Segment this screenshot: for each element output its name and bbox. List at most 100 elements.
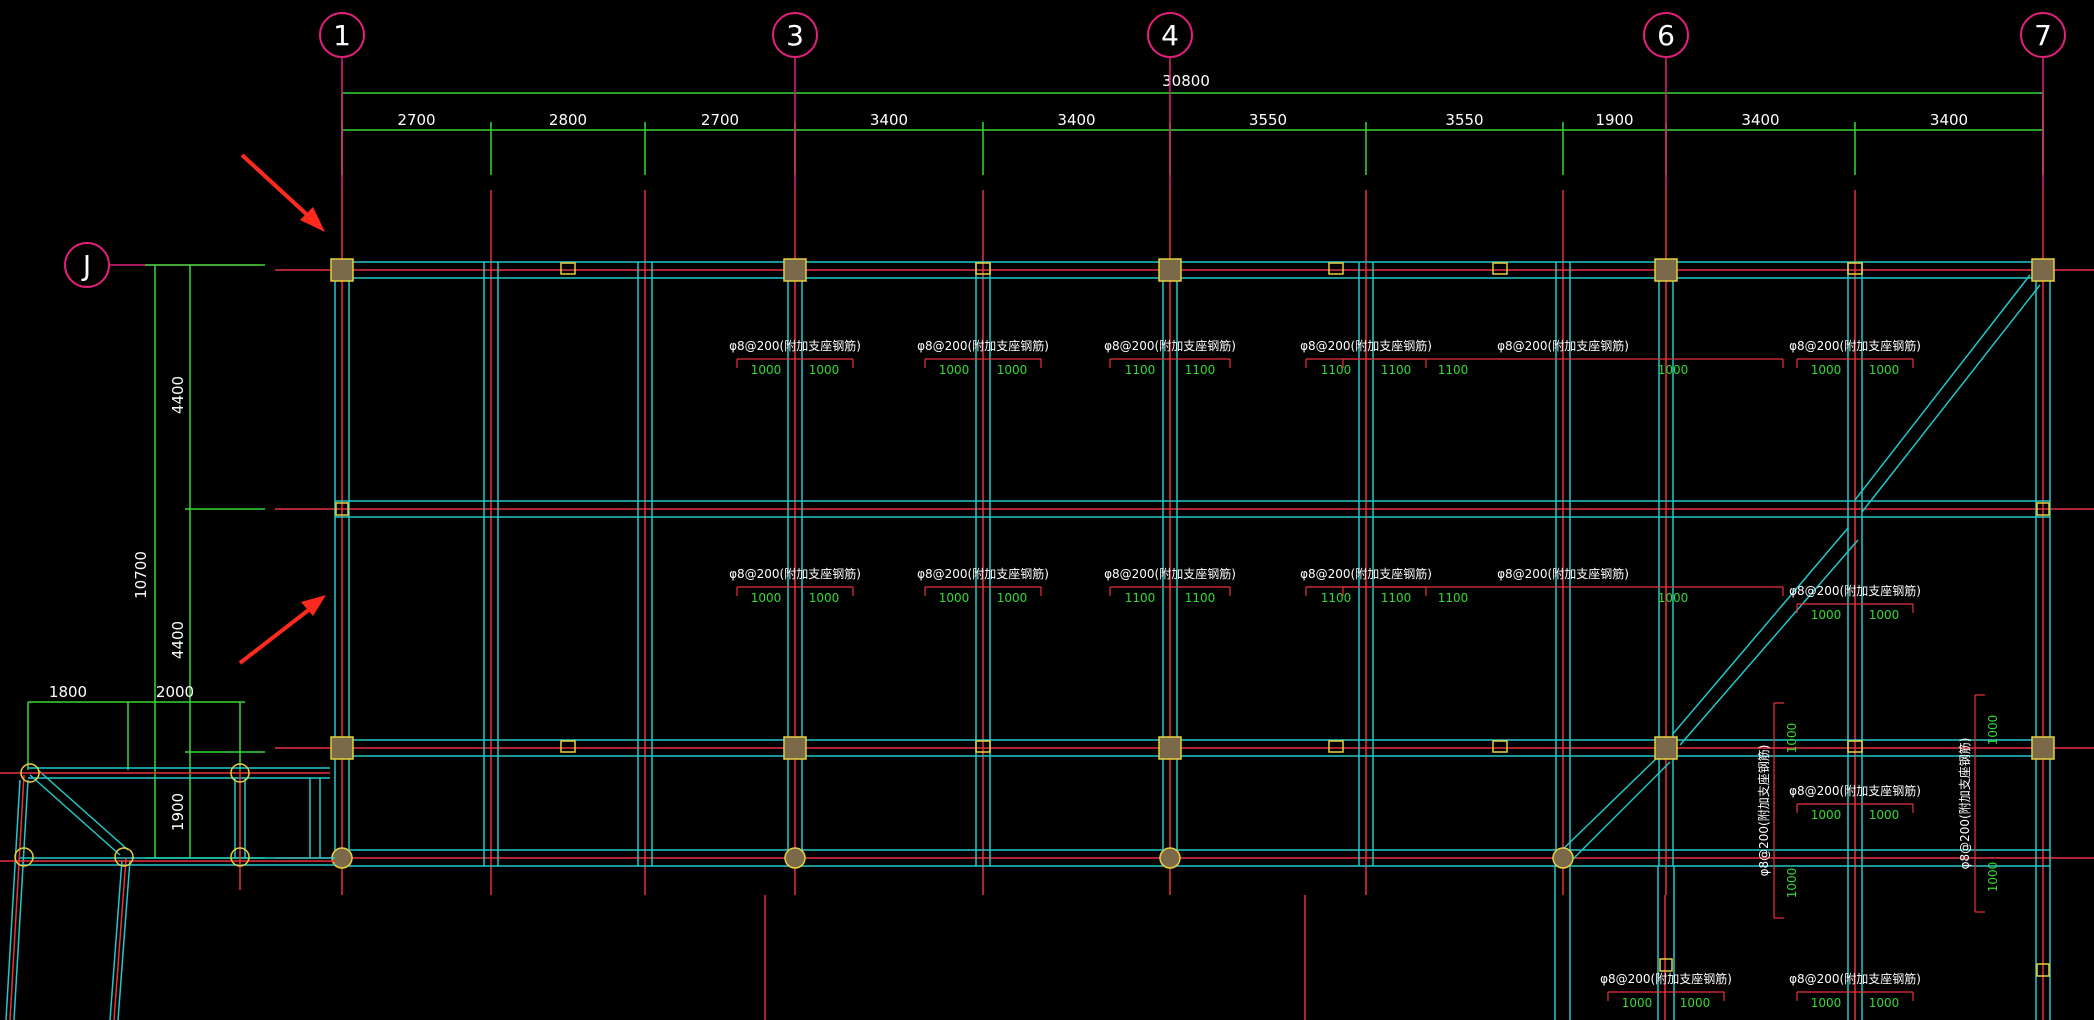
rebar-annotation: φ8@200(附加支座钢筋) 1000 1000 bbox=[1789, 583, 1921, 622]
svg-text:φ8@200(附加支座钢筋): φ8@200(附加支座钢筋) bbox=[1104, 566, 1236, 581]
svg-text:φ8@200(附加支座钢筋): φ8@200(附加支座钢筋) bbox=[1789, 583, 1921, 598]
rebar-annotations: φ8@200(附加支座钢筋) 1000 1000 φ8@200(附加支座钢筋) 1000… bbox=[729, 338, 2000, 1010]
dim-1800: 1800 bbox=[49, 683, 87, 701]
svg-text:1000: 1000 bbox=[1658, 363, 1689, 377]
beams bbox=[334, 261, 2051, 1020]
axis-bubble-4[interactable]: 4 bbox=[1147, 12, 1193, 58]
svg-text:1000: 1000 bbox=[939, 591, 970, 605]
axis-label-4: 4 bbox=[1161, 19, 1179, 52]
svg-text:φ8@200(附加支座钢筋): φ8@200(附加支座钢筋) bbox=[1497, 338, 1629, 353]
dim-total-10700: 10700 bbox=[132, 551, 150, 599]
svg-text:1100: 1100 bbox=[1321, 363, 1352, 377]
rebar-annotation: φ8@200(附加支座钢筋) 1000 1000 bbox=[1789, 971, 1921, 1010]
axis-label-3: 3 bbox=[786, 19, 804, 52]
svg-text:1000: 1000 bbox=[997, 363, 1028, 377]
segment-dimension-text: 2800 bbox=[549, 111, 587, 129]
svg-text:φ8@200(附加支座钢筋): φ8@200(附加支座钢筋) bbox=[1300, 338, 1432, 353]
svg-text:1100: 1100 bbox=[1438, 591, 1469, 605]
dim-upper-4400: 4400 bbox=[169, 376, 187, 414]
axis-label-6: 6 bbox=[1657, 19, 1675, 52]
svg-text:φ8@200(附加支座钢筋): φ8@200(附加支座钢筋) bbox=[1300, 566, 1432, 581]
svg-text:1000: 1000 bbox=[1680, 996, 1711, 1010]
axis-lines bbox=[275, 57, 2094, 1020]
rebar-annotation: φ8@200(附加支座钢筋) 1000 1000 bbox=[917, 338, 1049, 377]
columns bbox=[330, 258, 2055, 977]
segment-dimension-text: 3550 bbox=[1445, 111, 1483, 129]
svg-text:φ8@200(附加支座钢筋): φ8@200(附加支座钢筋) bbox=[917, 566, 1049, 581]
svg-text:1000: 1000 bbox=[1658, 591, 1689, 605]
axis-bubble-6[interactable]: 6 bbox=[1643, 12, 1689, 58]
svg-text:1100: 1100 bbox=[1381, 591, 1412, 605]
svg-text:1000: 1000 bbox=[809, 363, 840, 377]
svg-text:φ8@200(附加支座钢筋): φ8@200(附加支座钢筋) bbox=[729, 566, 861, 581]
dim-bottom-1900: 1900 bbox=[169, 793, 187, 831]
svg-text:1000: 1000 bbox=[1811, 808, 1842, 822]
rebar-annotation: φ8@200(附加支座钢筋) 1000 1000 bbox=[1789, 783, 1921, 822]
svg-text:1000: 1000 bbox=[1811, 363, 1842, 377]
segment-dimension-text: 3400 bbox=[1741, 111, 1779, 129]
svg-text:1000: 1000 bbox=[1986, 715, 2000, 746]
svg-text:φ8@200(附加支座钢筋): φ8@200(附加支座钢筋) bbox=[1600, 971, 1732, 986]
segment-dimension-text: 3550 bbox=[1249, 111, 1287, 129]
svg-text:1000: 1000 bbox=[1622, 996, 1653, 1010]
svg-text:1000: 1000 bbox=[1869, 363, 1900, 377]
bottom-left-structure: 1800 2000 bbox=[0, 683, 335, 1020]
svg-text:φ8@200(附加支座钢筋): φ8@200(附加支座钢筋) bbox=[917, 338, 1049, 353]
segment-dimension-text: 2700 bbox=[701, 111, 739, 129]
segment-dimension-text: 3400 bbox=[1930, 111, 1968, 129]
svg-text:1100: 1100 bbox=[1185, 591, 1216, 605]
svg-text:φ8@200(附加支座钢筋): φ8@200(附加支座钢筋) bbox=[1789, 783, 1921, 798]
svg-text:1000: 1000 bbox=[1811, 996, 1842, 1010]
svg-text:1000: 1000 bbox=[1811, 608, 1842, 622]
svg-text:φ8@200(附加支座钢筋): φ8@200(附加支座钢筋) bbox=[1497, 566, 1629, 581]
annotation-arrows bbox=[238, 153, 326, 665]
svg-text:1000: 1000 bbox=[1869, 996, 1900, 1010]
svg-text:1000: 1000 bbox=[997, 591, 1028, 605]
rebar-annotation-vertical: φ8@200(附加支座钢筋) 1000 1000 bbox=[1756, 702, 1799, 919]
overall-dimension: 30800 bbox=[341, 72, 2044, 175]
svg-text:1000: 1000 bbox=[1869, 608, 1900, 622]
axis-bubble-7[interactable]: 7 bbox=[2020, 12, 2066, 58]
rebar-annotation: φ8@200(附加支座钢筋) 1100 1000 bbox=[1342, 566, 1784, 605]
svg-text:1000: 1000 bbox=[1785, 723, 1799, 754]
axis-label-J: J bbox=[81, 249, 91, 282]
svg-text:1000: 1000 bbox=[1869, 808, 1900, 822]
svg-text:1000: 1000 bbox=[1986, 862, 2000, 893]
svg-text:1000: 1000 bbox=[939, 363, 970, 377]
axis-bubble-1[interactable]: 1 bbox=[319, 12, 365, 58]
svg-text:1100: 1100 bbox=[1321, 591, 1352, 605]
segment-dimension-text: 3400 bbox=[1057, 111, 1095, 129]
svg-text:φ8@200(附加支座钢筋): φ8@200(附加支座钢筋) bbox=[1104, 338, 1236, 353]
axis-label-1: 1 bbox=[333, 19, 351, 52]
axis-label-7: 7 bbox=[2034, 19, 2052, 52]
rebar-annotation: φ8@200(附加支座钢筋) 1000 1000 bbox=[729, 338, 861, 377]
segment-dimension-text: 2700 bbox=[397, 111, 435, 129]
diagonal-beams bbox=[1559, 274, 2041, 863]
svg-text:φ8@200(附加支座钢筋): φ8@200(附加支座钢筋) bbox=[1957, 738, 1972, 870]
svg-text:φ8@200(附加支座钢筋): φ8@200(附加支座钢筋) bbox=[1756, 745, 1771, 877]
svg-text:φ8@200(附加支座钢筋): φ8@200(附加支座钢筋) bbox=[729, 338, 861, 353]
arrow-top bbox=[240, 153, 325, 232]
dim-lower-4400: 4400 bbox=[169, 621, 187, 659]
arrow-bottom bbox=[238, 595, 326, 665]
svg-text:1000: 1000 bbox=[751, 363, 782, 377]
svg-text:1100: 1100 bbox=[1125, 591, 1156, 605]
svg-text:1000: 1000 bbox=[1785, 868, 1799, 899]
left-dimensions: 10700 4400 4400 1900 bbox=[132, 264, 265, 859]
rebar-annotation: φ8@200(附加支座钢筋) 1000 1000 bbox=[917, 566, 1049, 605]
axis-bubbles-top: 1 3 4 6 7 bbox=[319, 12, 2066, 58]
svg-text:φ8@200(附加支座钢筋): φ8@200(附加支座钢筋) bbox=[1789, 971, 1921, 986]
rebar-annotation: φ8@200(附加支座钢筋) 1100 1100 bbox=[1300, 566, 1432, 605]
segment-dimension-text: 1900 bbox=[1595, 111, 1633, 129]
axis-bubble-3[interactable]: 3 bbox=[772, 12, 818, 58]
overall-dimension-text: 30800 bbox=[1162, 72, 1210, 90]
dim-2000: 2000 bbox=[156, 683, 194, 701]
rebar-annotation: φ8@200(附加支座钢筋) 1100 1100 bbox=[1104, 566, 1236, 605]
svg-text:1000: 1000 bbox=[751, 591, 782, 605]
